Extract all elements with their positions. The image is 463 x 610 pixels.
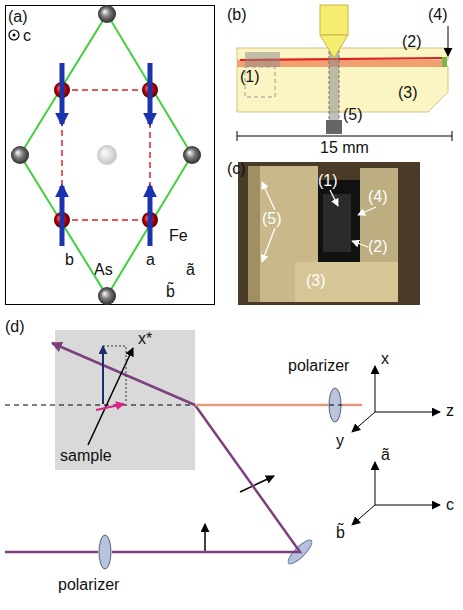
scale-bar [237, 136, 452, 137]
clamp [245, 52, 280, 67]
leader-arrow [262, 228, 275, 262]
spin-arrow [148, 63, 153, 124]
axis-label: y [336, 432, 344, 450]
panel-label: (a) [8, 8, 28, 26]
polarizer-ellipse [99, 535, 111, 569]
clamp-hidden [245, 67, 275, 97]
dimension: 15 mm [320, 139, 369, 157]
polarization-arrow [204, 524, 206, 552]
end-piece [442, 57, 447, 67]
panel-label: (d) [5, 318, 25, 336]
polarizer-ellipse: polarizer [98, 534, 112, 570]
leader-arrow [448, 26, 449, 56]
axis-label: ã [186, 261, 195, 279]
leader-arrow [352, 241, 368, 247]
holder-base [237, 66, 448, 112]
as-atom [11, 146, 29, 164]
reflected-beam [52, 343, 195, 405]
photo-background [238, 162, 420, 305]
screw-tip [320, 35, 348, 58]
leader-arrow [358, 207, 376, 215]
axis-label: ã [381, 446, 390, 464]
holder-drawing [237, 5, 452, 141]
sample-box: x* sample [55, 330, 195, 470]
axis-label: b [65, 251, 74, 269]
axis-arrow [352, 412, 375, 432]
as-atom [98, 287, 116, 305]
part-name: polarizer [288, 357, 349, 375]
photo-block [295, 262, 398, 302]
spin-arrow [148, 186, 153, 246]
unit-cell [20, 14, 192, 296]
scale-tick [237, 131, 238, 141]
panel-label: (b) [227, 6, 247, 24]
axis-label: c [23, 27, 31, 45]
lattice [9, 5, 201, 305]
photo [238, 162, 420, 305]
axis-label: b̃ [336, 524, 345, 542]
screw-nut [326, 120, 342, 134]
polarization-component [96, 404, 124, 410]
axis-label: c [446, 496, 454, 514]
axis-arrow [375, 412, 440, 413]
out-of-plane-dot [13, 34, 16, 37]
projection-guide [103, 346, 126, 402]
part-name: sample [60, 447, 112, 465]
axis-label: x [381, 350, 389, 368]
axis-arrow [352, 505, 375, 525]
optical-axis [5, 405, 352, 406]
as-atom [98, 5, 116, 23]
out-of-plane-symbol [9, 30, 19, 40]
center-atom [97, 145, 117, 165]
fe-square [62, 90, 150, 220]
polarizer-shape [98, 534, 112, 570]
optics [5, 343, 440, 567]
axis-arrow [375, 462, 376, 505]
vector-label: x* [138, 330, 152, 348]
light-beam [112, 405, 300, 552]
scale-tick [452, 131, 453, 141]
atom-label: Fe [169, 227, 188, 245]
screw-head [320, 5, 348, 35]
callout-number: (4) [428, 6, 448, 24]
connector-layer [112, 405, 328, 552]
photo-shade [248, 166, 260, 302]
leader-arrow [330, 190, 338, 206]
atom-label: As [94, 261, 113, 279]
part-name: polarizer [58, 576, 119, 594]
photo-block [360, 168, 398, 268]
axis-label: b̃ [166, 283, 175, 301]
polarization-arrow [240, 476, 274, 492]
spin-arrow [60, 186, 65, 246]
polarization-component [102, 346, 104, 404]
transmitted-beam [342, 404, 362, 407]
axis-arrow [375, 366, 376, 412]
axis-label: z [446, 402, 454, 420]
incident-beam [5, 551, 98, 554]
axis-label: a [146, 251, 155, 269]
leader-arrow [262, 182, 275, 210]
as-atom [183, 146, 201, 164]
light-beam [195, 404, 328, 407]
photo-gap [318, 180, 360, 270]
axis-arrow [375, 505, 440, 506]
spin-arrow [60, 63, 65, 124]
